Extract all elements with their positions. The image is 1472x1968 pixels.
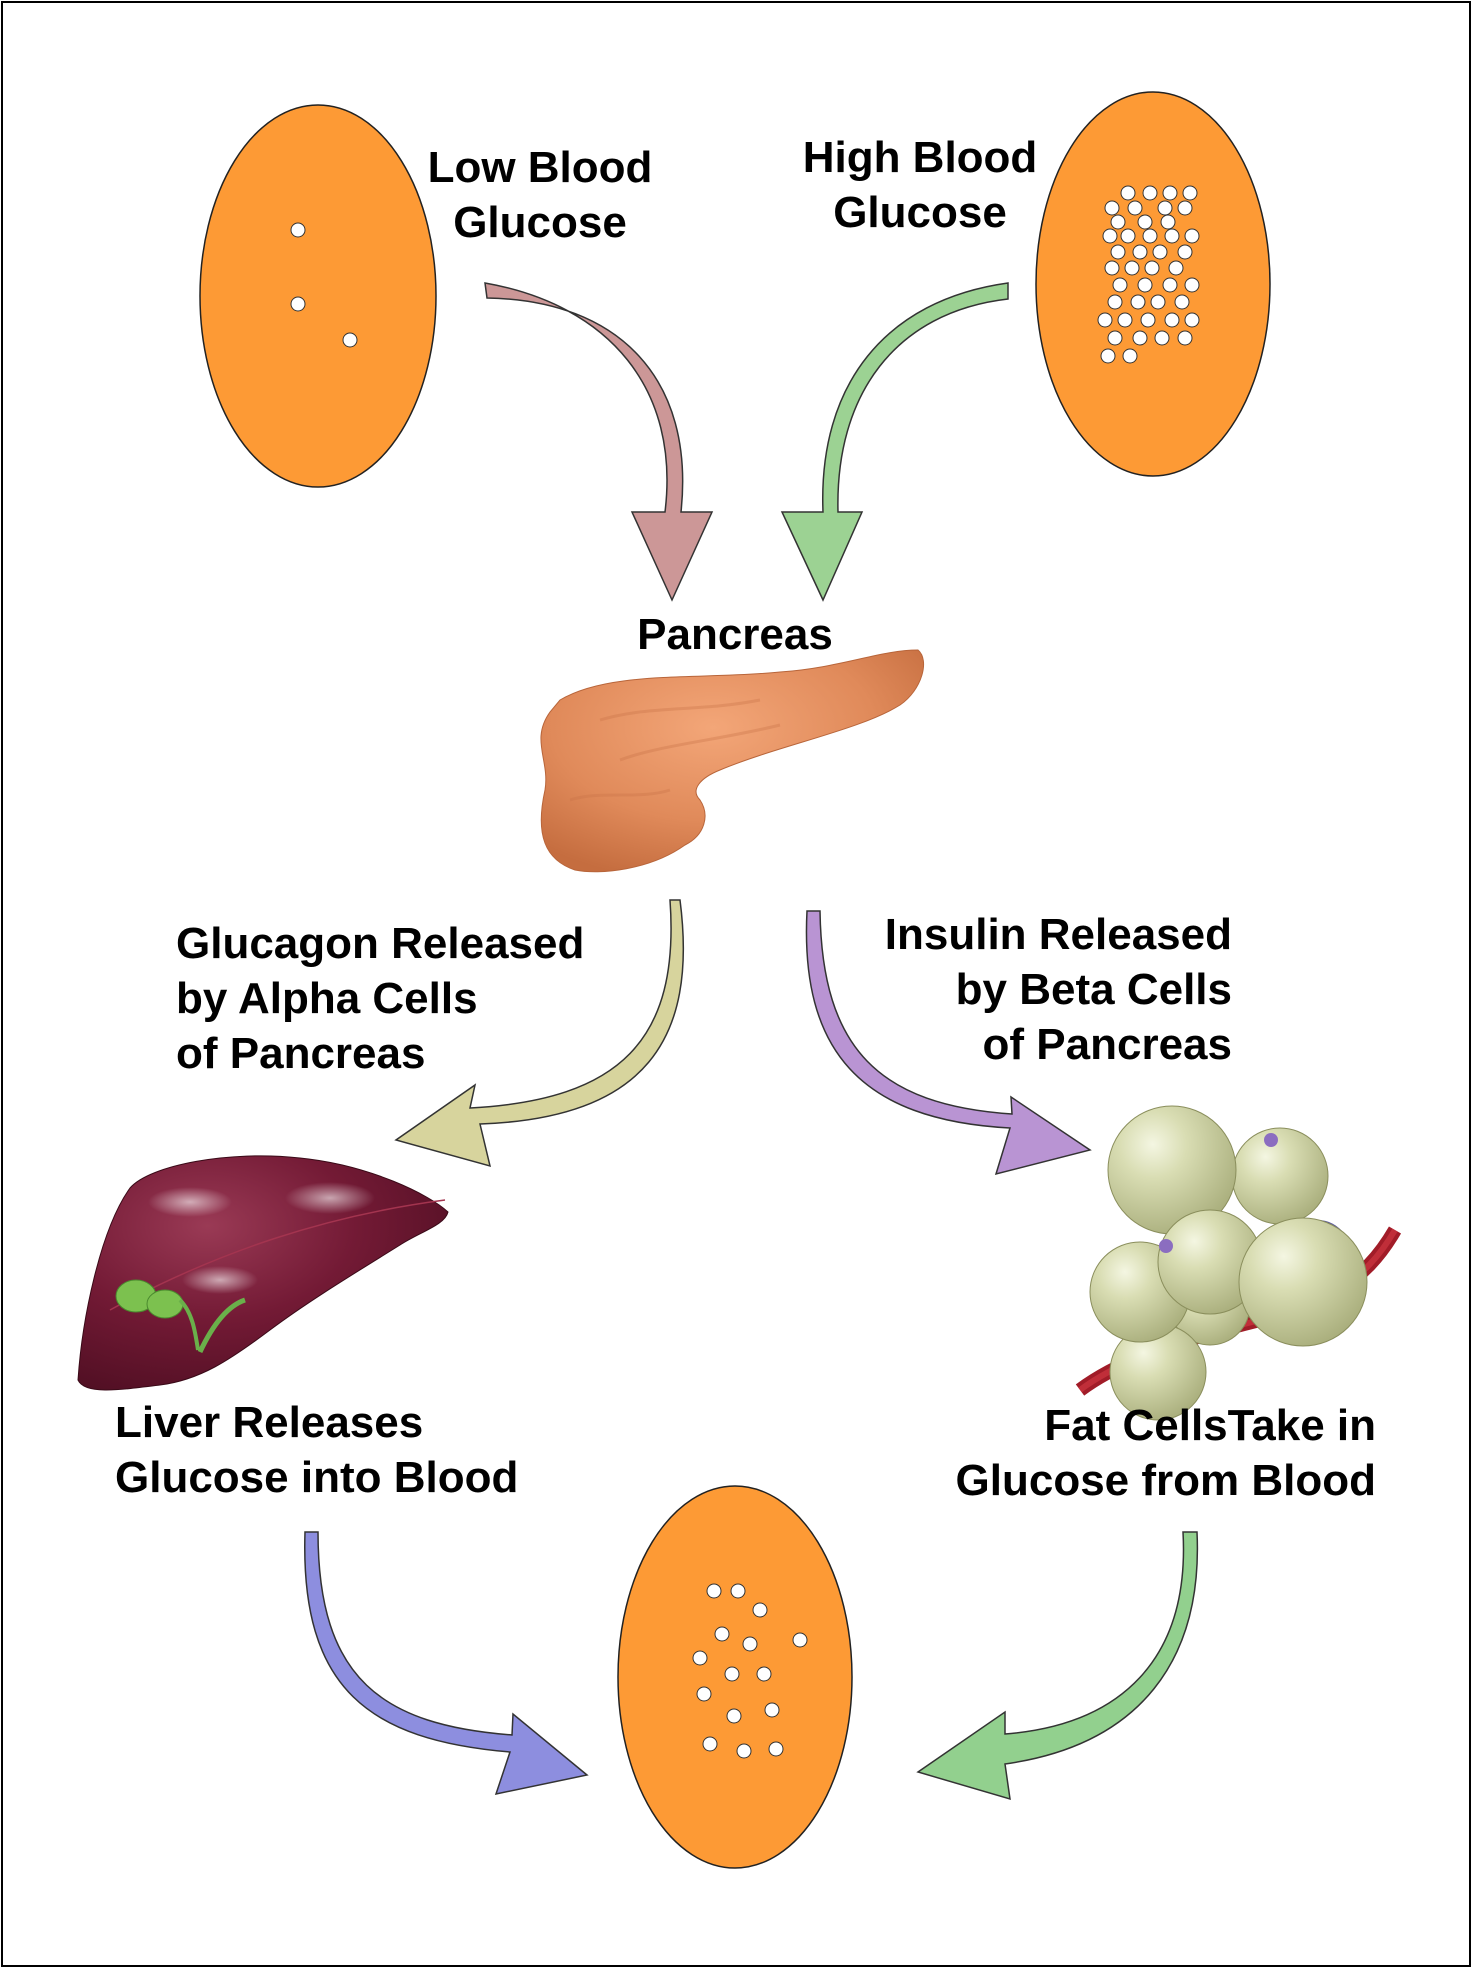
glucose-dot-icon: [1184, 312, 1200, 328]
glucose-dot-icon: [1164, 228, 1180, 244]
glucose-dot-icon: [1177, 200, 1193, 216]
glucose-dot-icon: [1164, 312, 1180, 328]
gallbladder-icon: [115, 1279, 246, 1354]
glucose-dot-icon: [792, 1632, 808, 1648]
glucose-dot-icon: [1160, 214, 1176, 230]
glucose-dot-icon: [1104, 200, 1120, 216]
glucose-dot-icon: [1144, 260, 1160, 276]
glucose-dot-icon: [768, 1741, 784, 1757]
glucose-dot-icon: [1130, 294, 1146, 310]
glucose-dot-icon: [752, 1602, 768, 1618]
insulin-label: Insulin Released by Beta Cells of Pancre…: [884, 910, 1232, 1069]
glucose-dot-icon: [730, 1583, 746, 1599]
glucagon-arrow: [394, 899, 684, 1168]
glucose-dot-icon: [1137, 214, 1153, 230]
glucose-dot-icon: [692, 1650, 708, 1666]
glucose-dot-icon: [1154, 330, 1170, 346]
glucose-dot-icon: [1124, 260, 1140, 276]
glucose-dot-icon: [1184, 277, 1200, 293]
fat-cells-label: Fat CellsTake in Glucose from Blood: [955, 1401, 1376, 1505]
glucose-dot-icon: [1162, 185, 1178, 201]
glucose-dot-icon: [1177, 330, 1193, 346]
glucagon-label: Glucagon Released by Alpha Cells of Panc…: [176, 919, 585, 1078]
glucose-dot-icon: [742, 1636, 758, 1652]
glucose-dot-icon: [764, 1702, 780, 1718]
pancreas-label: Pancreas: [637, 610, 833, 659]
glucose-dot-icon: [1177, 244, 1193, 260]
low-blood-glucose-label: Low Blood Glucose: [427, 143, 653, 247]
glucose-dot-icon: [1100, 348, 1116, 364]
fat-to-blood-arrow: [916, 1531, 1199, 1801]
high-blood-glucose-label: High Blood Glucose: [802, 133, 1038, 237]
glucose-dot-icon: [1112, 277, 1128, 293]
liver-to-blood-arrow: [304, 1531, 589, 1796]
glucose-dot-icon: [1107, 330, 1123, 346]
liver-highlight: [182, 1266, 258, 1294]
glucose-dot-icon: [1174, 294, 1190, 310]
low-glucose-blood-icon: [199, 104, 437, 488]
glucose-dot-icon: [1168, 260, 1184, 276]
glucose-dot-icon: [1184, 228, 1200, 244]
glucose-dot-icon: [1162, 277, 1178, 293]
liver-icon: [77, 1155, 449, 1391]
glucose-dot-icon: [1102, 228, 1118, 244]
fat-cells-icon: [1075, 1105, 1402, 1421]
glucose-dot-icon: [1140, 312, 1156, 328]
glucose-dot-icon: [756, 1666, 772, 1682]
glucose-dot-icon: [736, 1743, 752, 1759]
glucose-dot-icon: [290, 296, 306, 312]
glucose-dot-icon: [724, 1666, 740, 1682]
glucose-dot-icon: [1137, 277, 1153, 293]
high-to-pancreas-arrow: [780, 282, 1009, 602]
glucose-dot-icon: [1120, 228, 1136, 244]
glucose-dot-icon: [1110, 214, 1126, 230]
pancreas-icon: [540, 649, 925, 873]
glucose-dot-icon: [1132, 244, 1148, 260]
liver-highlight: [285, 1182, 375, 1214]
high-glucose-blood-icon: [1035, 91, 1271, 477]
glucose-dot-icon: [1152, 244, 1168, 260]
glucose-dot-icon: [1107, 294, 1123, 310]
glucose-dot-icon: [1142, 185, 1158, 201]
glucose-dot-icon: [1150, 294, 1166, 310]
glucose-dot-icon: [290, 222, 306, 238]
glucose-dot-icon: [726, 1708, 742, 1724]
glucose-dot-icon: [1142, 228, 1158, 244]
glucose-dot-icon: [1104, 260, 1120, 276]
glucose-dot-icon: [696, 1686, 712, 1702]
glucose-dot-icon: [1127, 200, 1143, 216]
glucose-dot-icon: [1097, 312, 1113, 328]
glucose-dot-icon: [1157, 200, 1173, 216]
glucose-dot-icon: [702, 1736, 718, 1752]
glucose-dot-icon: [1132, 330, 1148, 346]
glucose-dot-icon: [342, 332, 358, 348]
glucose-dot-icon: [1182, 185, 1198, 201]
liver-label: Liver Releases Glucose into Blood: [115, 1398, 519, 1502]
glucose-dot-icon: [1117, 312, 1133, 328]
liver-highlight: [148, 1187, 232, 1217]
low-to-pancreas-arrow: [484, 282, 714, 602]
glucose-dot-icon: [714, 1626, 730, 1642]
glucose-dot-icon: [1122, 348, 1138, 364]
normal-glucose-blood-icon: [617, 1485, 853, 1869]
glucose-dot-icon: [1110, 244, 1126, 260]
glucose-dot-icon: [1120, 185, 1136, 201]
insulin-arrow: [805, 910, 1092, 1176]
glucose-dot-icon: [706, 1583, 722, 1599]
